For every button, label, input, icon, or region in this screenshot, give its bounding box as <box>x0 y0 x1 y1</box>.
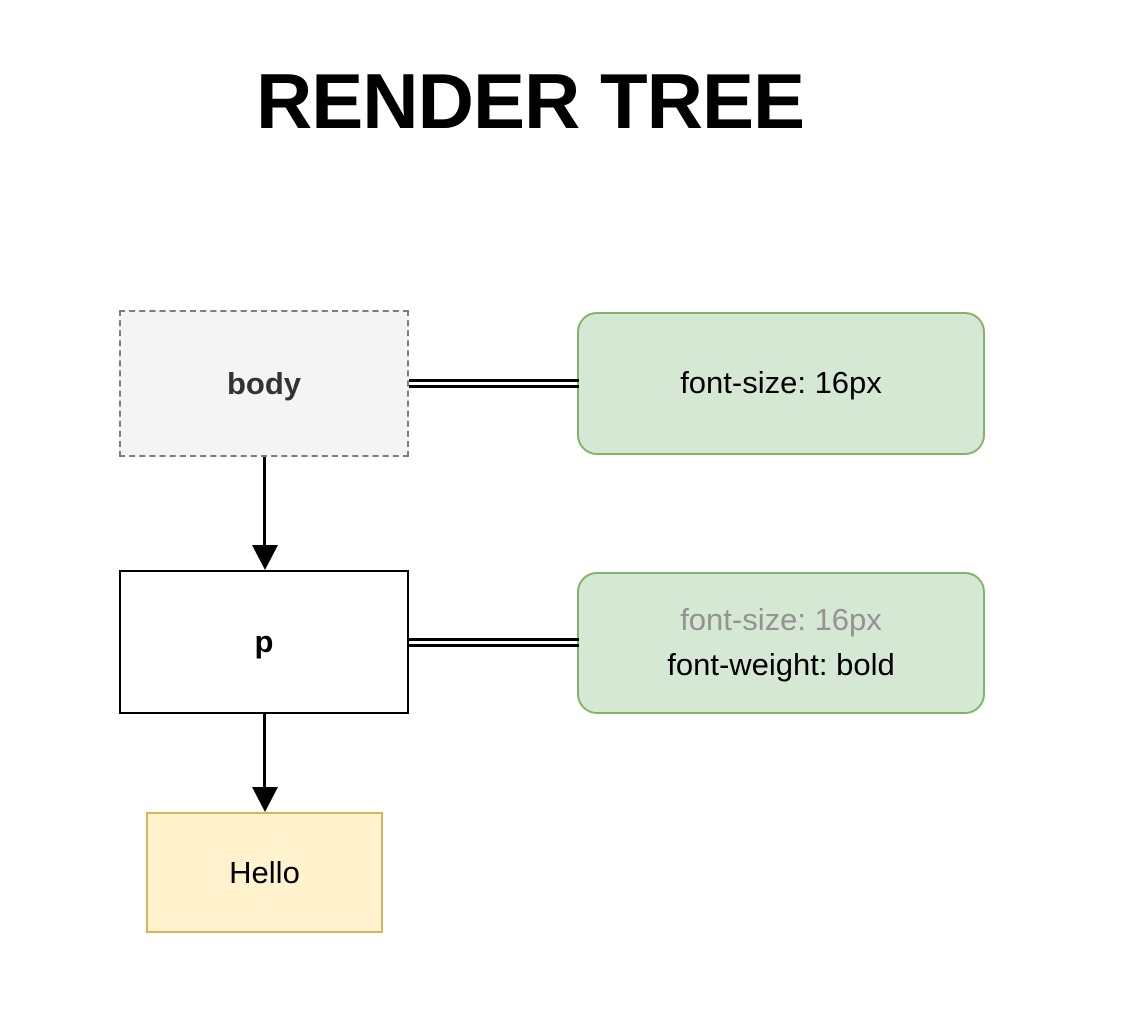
node-body: body <box>119 310 409 457</box>
declaration-font-size: font-size: 16px <box>680 365 882 401</box>
connector-body-to-p-arrow <box>252 457 278 570</box>
connector-p-to-style <box>409 638 579 647</box>
declaration-font-weight: font-weight: bold <box>667 647 895 682</box>
connector-body-to-style <box>409 379 579 388</box>
style-box-body: font-size: 16px <box>577 312 985 455</box>
node-p: p <box>119 570 409 714</box>
node-text: Hello <box>146 812 383 933</box>
node-body-label: body <box>226 365 302 401</box>
arrow-head-icon <box>252 787 278 812</box>
arrow-shaft <box>263 714 266 791</box>
node-text-label: Hello <box>229 854 300 890</box>
arrow-shaft <box>263 457 266 549</box>
arrow-head-icon <box>252 545 278 570</box>
node-p-label: p <box>254 624 274 659</box>
style-box-p: font-size: 16px font-weight: bold <box>577 572 985 714</box>
page-title: RENDER TREE <box>255 57 805 145</box>
declaration-font-size-inherited: font-size: 16px <box>680 602 882 638</box>
connector-p-to-text-arrow <box>252 714 278 812</box>
